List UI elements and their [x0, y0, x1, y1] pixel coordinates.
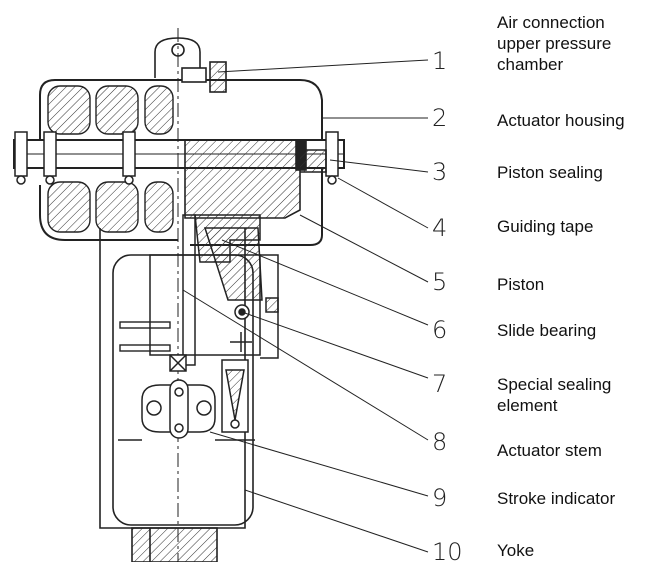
- callout-label-6: Slide bearing: [497, 321, 597, 340]
- housing-ribs: [47, 85, 174, 233]
- callout-label-2: Actuator housing: [497, 111, 625, 130]
- callout-number-4: 4: [432, 214, 448, 242]
- callout-number-1: 1: [432, 47, 448, 75]
- callout-number-9: 9: [432, 484, 448, 512]
- callout-label-9: Stroke indicator: [497, 489, 616, 508]
- callout-label-1: Air connection upper pressure chamber: [497, 13, 612, 74]
- callout-number-3: 3: [432, 158, 448, 186]
- callout-number-7: 7: [432, 370, 448, 398]
- callout-label-10: Yoke: [497, 541, 535, 560]
- callout-label-4: Guiding tape: [497, 217, 594, 236]
- leader-lines: [182, 59, 429, 553]
- callout-number-10: 10: [432, 538, 463, 566]
- piston: [184, 139, 327, 219]
- callout-label-7: Special sealing element: [497, 375, 612, 415]
- yoke-slots: [118, 321, 255, 441]
- callout-label-8: Actuator stem: [497, 441, 602, 460]
- air-connection: [154, 37, 227, 93]
- callout-label-3: Piston sealing: [497, 163, 603, 182]
- callout-number-5: 5: [432, 268, 448, 296]
- stroke-indicator: [141, 354, 249, 439]
- callout-number-6: 6: [432, 316, 448, 344]
- callout-label-5: Piston: [497, 275, 545, 294]
- callout-number-8: 8: [432, 428, 448, 456]
- callout-number-2: 2: [432, 104, 448, 132]
- stem-assembly: [149, 28, 279, 562]
